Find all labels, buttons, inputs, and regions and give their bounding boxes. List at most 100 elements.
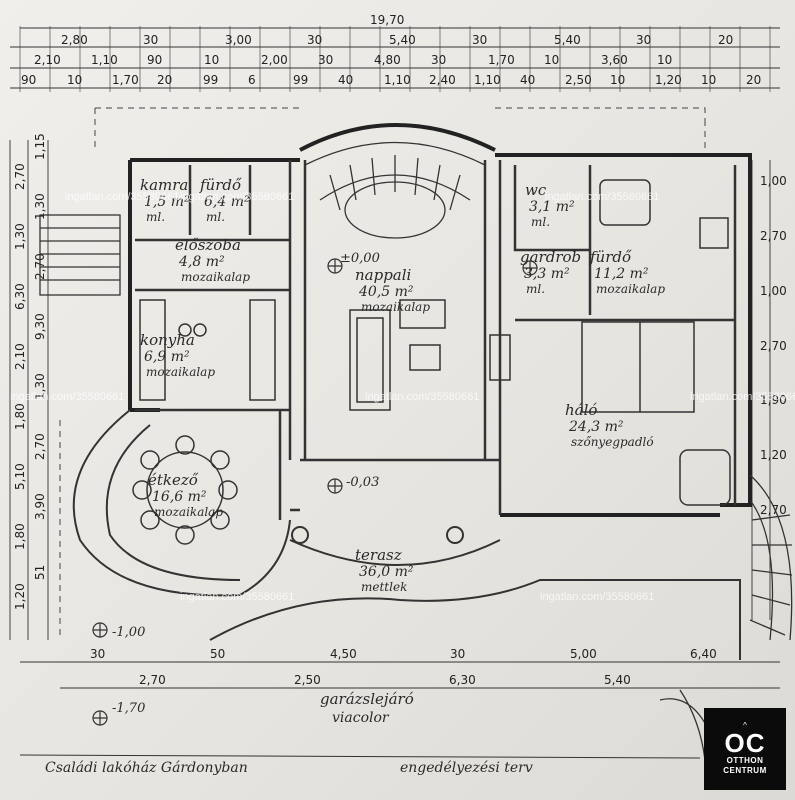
entrance-stairs bbox=[39, 214, 121, 296]
dim-right-label: 2,70 bbox=[760, 503, 787, 517]
dim-right-side: 1,002,701,002,701,901,202,70 bbox=[760, 174, 787, 517]
room-floor: mozaikalap bbox=[596, 282, 665, 296]
living-furniture bbox=[349, 299, 511, 411]
dim-top-label: 1,70 bbox=[488, 53, 515, 67]
room-floor: mozaikalap bbox=[361, 300, 430, 314]
dim-top-label: 5,40 bbox=[554, 33, 581, 47]
dim-top-label: 2,80 bbox=[61, 33, 88, 47]
dim-bottom-label: 50 bbox=[210, 647, 225, 661]
dim-top-label: 2,40 bbox=[429, 73, 456, 87]
dim-top-label: 1,10 bbox=[384, 73, 411, 87]
dim-top-label: 10 bbox=[610, 73, 625, 87]
garage-label: garázslejáró bbox=[320, 690, 414, 708]
dim-top-label: 2,10 bbox=[34, 53, 61, 67]
room-floor: mozaikalap bbox=[181, 270, 250, 284]
dim-left-label: 3,90 bbox=[33, 493, 47, 520]
logo-line2: CENTRUM bbox=[723, 766, 767, 775]
level-garden: -1,00 bbox=[112, 625, 145, 640]
room-name: kamra bbox=[140, 176, 188, 194]
dim-left-label: 2,70 bbox=[13, 163, 27, 190]
dim-right-label: 1,00 bbox=[760, 174, 787, 188]
room-name: háló bbox=[565, 401, 597, 419]
spiral-stair-top bbox=[304, 141, 486, 239]
room-floor: mozaikalap bbox=[146, 365, 215, 379]
dim-right-label: 1,00 bbox=[760, 284, 787, 298]
room-area: 24,3 m² bbox=[568, 419, 624, 435]
dim-right-label: 2,70 bbox=[760, 339, 787, 353]
room-area: 6,4 m² bbox=[204, 194, 250, 210]
room-area: 40,5 m² bbox=[358, 284, 414, 300]
dim-left-label: 1,30 bbox=[33, 373, 47, 400]
dim-bottom-label: 2,70 bbox=[139, 673, 166, 687]
dim-top-label: 30 bbox=[431, 53, 446, 67]
dim-top-label: 1,10 bbox=[474, 73, 501, 87]
dim-top-label: 40 bbox=[338, 73, 353, 87]
watermark: ingatlan.com/35580661 bbox=[540, 591, 654, 603]
dim-bottom-label: 5,00 bbox=[570, 647, 597, 661]
room-name: konyha bbox=[140, 331, 195, 349]
dim-bottom-label: 5,40 bbox=[604, 673, 631, 687]
room-name: étkező bbox=[148, 471, 199, 489]
logo-mark: OC bbox=[724, 728, 766, 758]
room-area: 16,6 m² bbox=[152, 489, 207, 505]
room-name: gardrob bbox=[520, 248, 581, 266]
dim-top-label: 99 bbox=[203, 73, 218, 87]
room-name: fürdő bbox=[199, 176, 242, 194]
kitchen-counter bbox=[139, 299, 276, 401]
terrace-edge bbox=[209, 526, 741, 660]
permit-label: engedélyezési terv bbox=[400, 760, 533, 776]
dim-top-label: 3,60 bbox=[601, 53, 628, 67]
room-area: 4,8 m² bbox=[178, 254, 225, 270]
room-floor: ml. bbox=[206, 210, 225, 224]
logo-line1: OTTHON bbox=[726, 756, 764, 765]
dim-left-label: 1,80 bbox=[13, 403, 27, 430]
dim-top-label: 2,00 bbox=[261, 53, 288, 67]
dim-left-label: 1,30 bbox=[33, 193, 47, 220]
room-floor: ml. bbox=[531, 215, 550, 229]
room-floor: ml. bbox=[526, 282, 545, 296]
watermark: ingatlan.com/35580661 bbox=[545, 191, 659, 203]
watermark: ingatlan.com/35580661 bbox=[180, 591, 294, 603]
dim-top-label: 30 bbox=[636, 33, 651, 47]
dim-top-label: 20 bbox=[718, 33, 733, 47]
dim-left-label: 51 bbox=[33, 565, 47, 580]
room-area: 1,5 m² bbox=[144, 194, 190, 210]
dining-table bbox=[132, 435, 238, 545]
dim-right-label: 1,20 bbox=[760, 448, 787, 462]
dim-top-label: 90 bbox=[21, 73, 36, 87]
room-floor: mozaikalap bbox=[154, 505, 223, 519]
dining-bay bbox=[72, 409, 291, 597]
dim-top-label: 40 bbox=[520, 73, 535, 87]
watermark: ingatlan.com/35580661 bbox=[365, 391, 479, 403]
room-area: 6,9 m² bbox=[144, 349, 190, 365]
dim-top-label: 6 bbox=[248, 73, 256, 87]
top-dimension-lines bbox=[10, 27, 780, 89]
top-dimension-ticks bbox=[19, 26, 771, 92]
room-name: wc bbox=[525, 181, 547, 199]
dim-top-label: 90 bbox=[147, 53, 162, 67]
dim-left-side: 1,152,701,301,302,706,309,302,101,301,80… bbox=[13, 133, 47, 610]
dim-left-label: 1,80 bbox=[13, 523, 27, 550]
dim-bottom-label: 30 bbox=[90, 647, 105, 661]
dim-bottom-label: 30 bbox=[450, 647, 465, 661]
title-line: Családi lakóház Gárdonyban bbox=[45, 760, 248, 776]
dim-top-label: 1,20 bbox=[655, 73, 682, 87]
dim-top-label: 1,70 bbox=[112, 73, 139, 87]
room-area: 3,1 m² bbox=[529, 199, 575, 215]
dim-right-label: 1,90 bbox=[760, 393, 787, 407]
room-area: 36,0 m² bbox=[359, 564, 414, 580]
title-rule bbox=[19, 754, 701, 759]
dim-bottom-label: 6,40 bbox=[690, 647, 717, 661]
bottom-dimension-lines bbox=[20, 661, 780, 689]
dim-top-label: 10 bbox=[67, 73, 82, 87]
dim-left-label: 1,30 bbox=[13, 223, 27, 250]
dim-left-label: 2,70 bbox=[33, 433, 47, 460]
watermark: ingatlan.com/35580661 bbox=[690, 391, 795, 403]
dim-left-label: 5,10 bbox=[13, 463, 27, 490]
